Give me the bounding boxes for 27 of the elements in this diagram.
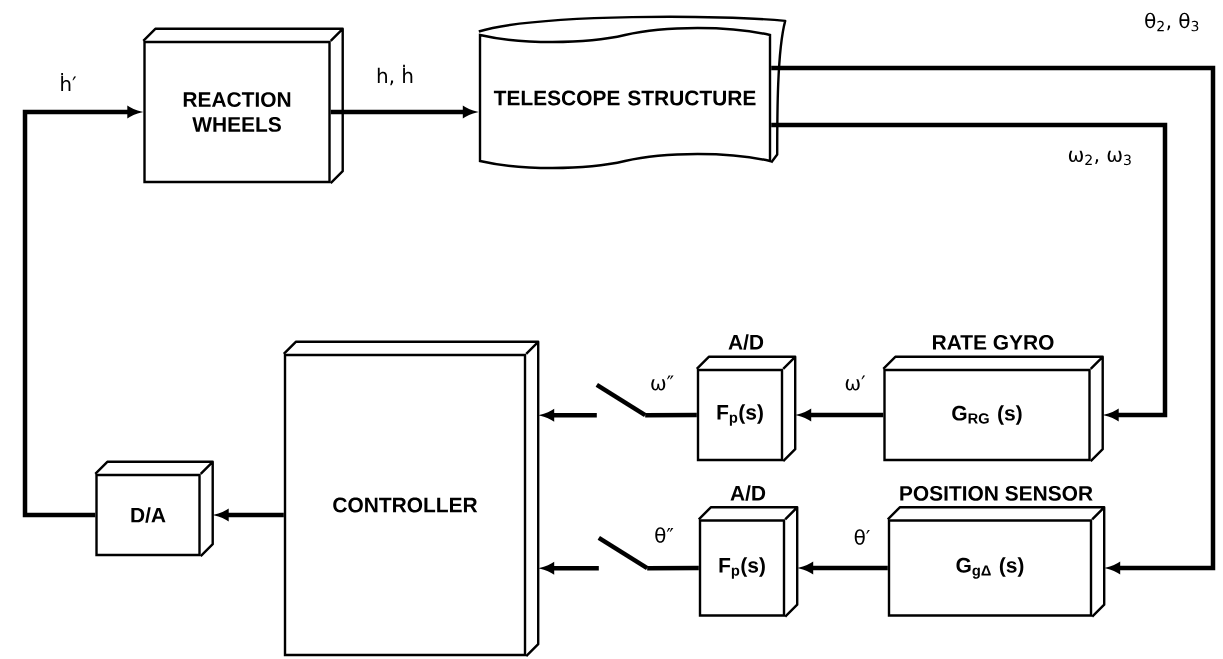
structure-block: TELESCOPE STRUCTURE (478, 15, 787, 170)
edge-label: ḣ′ (58, 71, 78, 93)
block-box: A/D F$_{p}$(s) (695, 334, 797, 463)
node-label: RATE GYRO (933, 334, 1054, 350)
switch-symbol (595, 382, 647, 418)
node-label: POSITION SENSOR (900, 485, 1093, 501)
node-label: A/D (728, 334, 764, 350)
arrow (217, 509, 284, 521)
switch-symbol (597, 535, 649, 571)
block-box: A/D F$_{p}$(s) (697, 485, 799, 618)
arrow (771, 122, 1168, 421)
edge-label: h, ḣ (375, 63, 415, 87)
node-label: A/D (730, 485, 766, 501)
edge-label: θ″ (653, 526, 675, 544)
edge-label: ω″ (648, 374, 676, 392)
arrow (801, 562, 888, 574)
block-box: CONTROLLER (282, 340, 540, 658)
block-box: RATE GYRO G$_{RG}$ (s) (882, 335, 1104, 463)
edge-label: ω$_{2}$, ω$_{3}$ (1066, 149, 1134, 167)
edge-label: θ$_{2}$, θ$_{3}$ (1143, 11, 1201, 33)
block-box: REACTION WHEELS (142, 27, 344, 185)
edge-label: θ′ (852, 528, 872, 546)
edge-label: ω′ (843, 374, 867, 392)
arrow (799, 409, 884, 421)
arrow (771, 65, 1216, 574)
block-box: POSITION SENSOR G$_{gΔ}$ (s) (886, 486, 1106, 618)
block-box: D/A (94, 460, 214, 558)
